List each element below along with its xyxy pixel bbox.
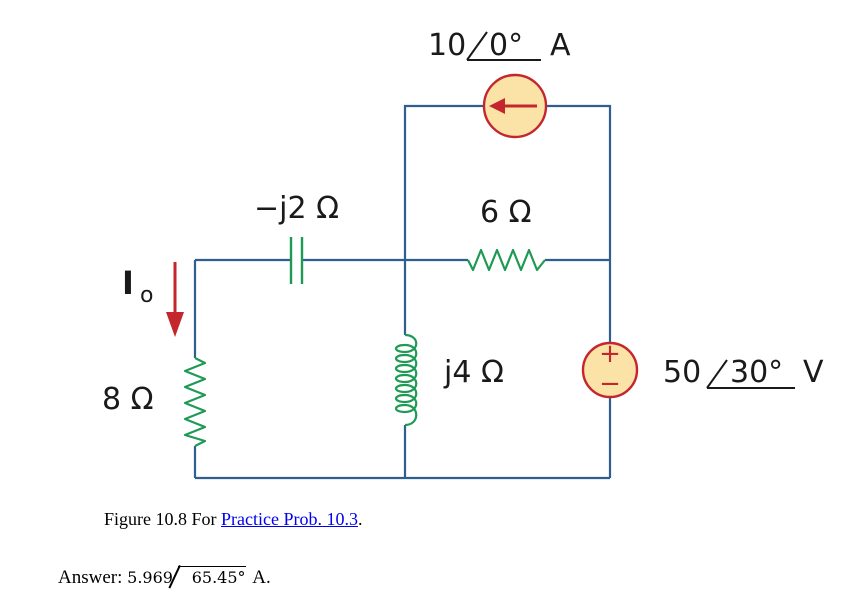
resistor-8 <box>183 357 207 447</box>
voltage-source-mag: 50 <box>663 355 701 390</box>
wires <box>193 104 612 480</box>
current-source-mag: 10 <box>428 28 466 63</box>
resistor-8-label: 8 Ω <box>102 382 154 417</box>
current-source-arrow <box>489 98 505 114</box>
capacitor <box>289 237 304 284</box>
inductor-label: j4 Ω <box>443 355 504 390</box>
answer-unit: A. <box>248 567 271 588</box>
voltage-plus: + <box>599 339 621 369</box>
current-source <box>482 73 548 139</box>
voltage-minus: − <box>599 369 621 399</box>
resistor-6-label: 6 Ω <box>480 195 532 230</box>
current-source-angle: 0° <box>489 28 523 63</box>
voltage-source: + − <box>581 339 639 399</box>
answer-prefix: Answer: <box>58 567 128 588</box>
practice-problem-link[interactable]: Practice Prob. 10.3 <box>221 509 358 529</box>
circuit-diagram: + − 10 0° A −j2 Ω 6 Ω j4 Ω 8 Ω 50 30° V … <box>102 28 824 480</box>
voltage-source-angle: 30° <box>730 355 783 390</box>
caption-prefix: Figure 10.8 For <box>104 509 221 529</box>
voltage-source-unit: V <box>803 355 824 390</box>
top-wire <box>403 104 612 260</box>
answer-angle: 65.45° <box>177 566 246 587</box>
figure-caption: Figure 10.8 For Practice Prob. 10.3. <box>104 509 362 530</box>
inductor <box>394 333 418 427</box>
voltage-source-label: 50 30° V <box>663 355 824 390</box>
caption-suffix: . <box>357 509 363 529</box>
io-label: I o <box>122 264 153 308</box>
io-arrow <box>166 262 184 337</box>
answer-magnitude: 5.969 <box>127 568 173 587</box>
capacitor-label: −j2 Ω <box>254 191 339 226</box>
io-main: I <box>122 264 134 302</box>
io-sub: o <box>140 283 153 308</box>
current-source-label: 10 0° A <box>428 28 571 63</box>
resistor-6 <box>467 248 546 272</box>
current-source-unit: A <box>550 28 571 63</box>
answer-line: Answer: 5.969 65.45° A. <box>58 566 271 589</box>
